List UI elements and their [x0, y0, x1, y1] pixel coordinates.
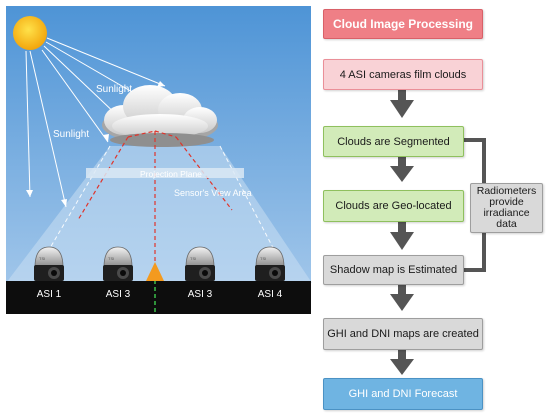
projection-plane	[86, 168, 244, 178]
camera-badge: TSI	[39, 256, 45, 261]
radiometers-box: Radiometers provide irradiance data	[470, 183, 543, 233]
camera-icon: TSI	[34, 246, 64, 281]
camera-label: ASI 3	[106, 289, 131, 300]
flow-step-film-clouds: 4 ASI cameras film clouds	[323, 59, 483, 90]
camera-badge: TSI	[108, 256, 114, 261]
ground	[6, 281, 311, 314]
flow-step-shadow-map: Shadow map is Estimated	[323, 255, 464, 285]
flow-step-geolocated: Clouds are Geo-located	[323, 190, 464, 222]
camera-icon: TSI	[185, 246, 215, 281]
flow-step-forecast: GHI and DNI Forecast	[323, 378, 483, 410]
sunlight-rays	[25, 37, 166, 208]
sunlight-label-upper: Sunlight	[96, 84, 132, 95]
sunlight-label-lower: Sunlight	[53, 129, 89, 140]
camera-icon: TSI	[255, 246, 285, 281]
arrow-down-icon	[390, 90, 414, 118]
view-area-label: Sensor's View Area	[174, 188, 252, 198]
camera-icon: TSI	[103, 246, 133, 281]
flow-step-segmented: Clouds are Segmented	[323, 126, 464, 157]
arrow-down-icon	[390, 157, 414, 182]
camera-label: ASI 4	[258, 289, 283, 300]
arrow-down-icon	[390, 222, 414, 250]
sensor-marker-icon	[146, 262, 164, 281]
projection-lines	[77, 130, 233, 270]
arrow-down-icon	[390, 285, 414, 311]
cloud-icon	[102, 85, 218, 147]
scene-illustration: Sunlight Sunlight Projection Plane Senso…	[6, 6, 312, 314]
flow-step-maps-created: GHI and DNI maps are created	[323, 318, 483, 350]
sun-icon	[13, 16, 47, 50]
sensor-view-cone	[6, 146, 312, 283]
camera-label: ASI 1	[37, 289, 62, 300]
camera-badge: TSI	[190, 256, 196, 261]
camera-label: ASI 3	[188, 289, 213, 300]
projection-plane-label: Projection Plane	[140, 169, 202, 179]
flow-header: Cloud Image Processing	[323, 9, 483, 39]
arrow-down-icon	[390, 350, 414, 375]
camera-badge: TSI	[260, 256, 266, 261]
